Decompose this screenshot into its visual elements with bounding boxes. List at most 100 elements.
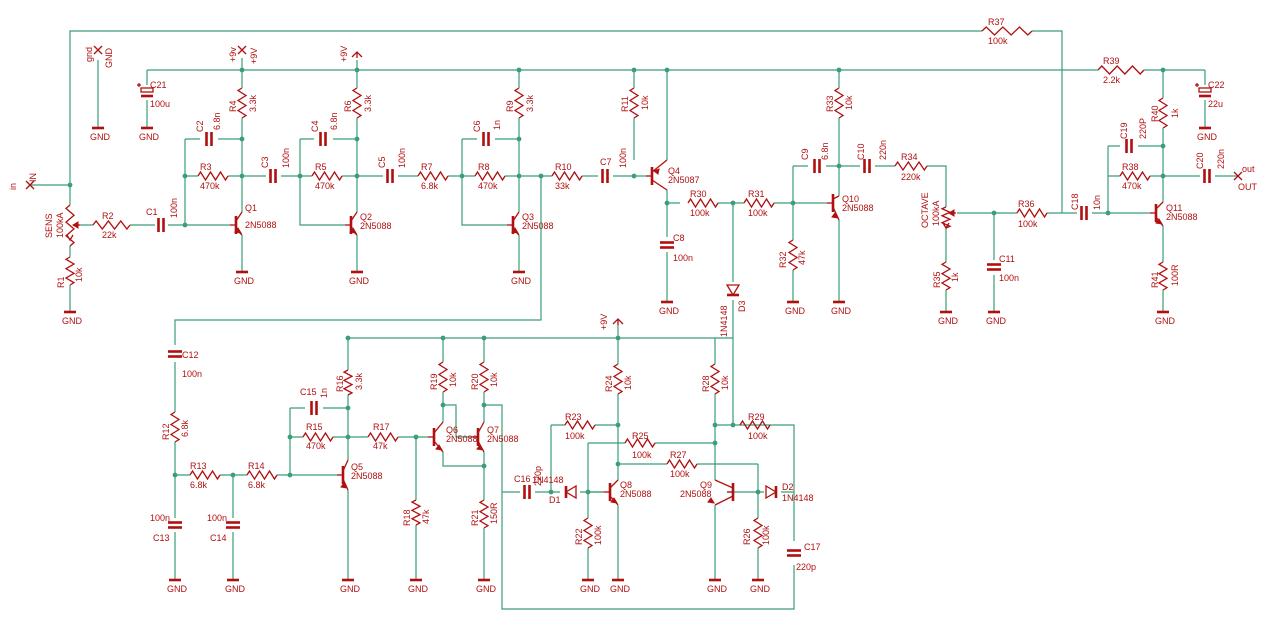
value-R24: 10k: [623, 375, 633, 390]
value-Q11: 2N5088: [1166, 212, 1198, 222]
transistor-Q2: [345, 211, 358, 236]
resistor-R29: [739, 419, 771, 431]
capacitor-C20: [1203, 169, 1211, 183]
resistor-R1: [64, 256, 76, 286]
pot-OCTAVE: [940, 206, 952, 229]
resistor-R20: [478, 361, 490, 393]
value-R16: 3.3k: [354, 372, 364, 390]
label-Q10: Q10: [842, 194, 859, 204]
out-terminal: [1233, 171, 1243, 181]
label-R31: R31: [748, 189, 765, 199]
value-R5: 470k: [315, 181, 335, 191]
value-C3: 100n: [281, 148, 291, 168]
label-R4: R4: [228, 100, 238, 112]
gnd-label: GND: [580, 584, 601, 594]
value-R10: 33k: [555, 181, 570, 191]
label-R38: R38: [1122, 162, 1139, 172]
transistor-Q7: [472, 421, 485, 453]
label-R8: R8: [478, 162, 490, 172]
label-R32: R32: [778, 251, 788, 268]
value-R12: 6.8k: [180, 419, 190, 437]
label-R15: R15: [306, 422, 323, 432]
label-Q7: Q7: [487, 425, 499, 435]
resistor-R11: [628, 87, 640, 119]
label-R20: R20: [470, 373, 480, 390]
resistor-R18: [410, 499, 422, 526]
value-C4: 6.8n: [329, 112, 339, 130]
gnd-label: GND: [234, 276, 255, 286]
resistor-R13: [189, 469, 221, 481]
vcc-terminal: [237, 45, 247, 55]
resistor-R9: [513, 87, 525, 119]
transistor-Q8: [604, 479, 619, 506]
label-C9: C9: [800, 148, 810, 160]
label-C10: C10: [856, 143, 866, 160]
value-C8: 100n: [673, 253, 693, 263]
gnd-terminal: [93, 45, 103, 55]
resistor-R19: [437, 361, 449, 393]
value-C9: 6.8n: [820, 142, 830, 160]
capacitor-C4: [319, 132, 327, 146]
net-9v-label-3: +9V: [599, 314, 609, 330]
resistor-R27: [666, 458, 698, 470]
label-C12: C12: [182, 350, 199, 360]
value-R37: 100k: [988, 36, 1008, 46]
capacitor-C22: [1195, 83, 1212, 98]
label-Q4: Q4: [668, 166, 680, 176]
label-R11: R11: [620, 96, 630, 112]
label-R22: R22: [574, 528, 584, 545]
value-C12: 100n: [182, 369, 202, 379]
net-out-label: OUT: [1238, 182, 1258, 192]
value-R38: 470k: [1122, 181, 1142, 191]
diode-D1: [564, 484, 577, 500]
gnd-label: GND: [62, 316, 83, 326]
component-labels: in IN gnd GND +9v +9V +9V +9V out OUT C2…: [8, 17, 1258, 572]
resistor-R21: [478, 499, 490, 529]
label-D3: D3: [737, 300, 747, 312]
label-R26: R26: [742, 528, 752, 545]
resistor-R41: [1157, 261, 1169, 291]
resistor-R36: [1016, 207, 1048, 219]
value-R32: 47k: [797, 250, 807, 265]
label-R10: R10: [555, 162, 572, 172]
label-R18: R18: [402, 509, 412, 526]
value-C13: 100n: [150, 513, 170, 523]
value-C10: 220n: [878, 140, 888, 160]
transistor-Q4: [646, 159, 668, 191]
label-R12: R12: [161, 423, 171, 440]
label-R7: R7: [421, 162, 433, 172]
gnd-label: GND: [831, 306, 852, 316]
value-C14: 100n: [207, 513, 227, 523]
capacitor-C16: [523, 485, 531, 499]
value-R15: 470k: [306, 441, 326, 451]
capacitor-C8: [660, 241, 674, 249]
label-R36: R36: [1018, 199, 1035, 209]
value-Q8: 2N5088: [620, 489, 652, 499]
label-C18: C18: [1070, 193, 1080, 210]
value-C1: 100n: [169, 198, 179, 218]
label-C21: C21: [150, 80, 167, 90]
label-Q5: Q5: [351, 462, 363, 472]
label-R25: R25: [632, 431, 649, 441]
transistor-Q10: [827, 194, 840, 221]
value-R21: 150R: [489, 502, 499, 524]
capacitor-C21: [137, 83, 154, 98]
wires: [30, 30, 1238, 610]
label-C19: C19: [1119, 122, 1129, 139]
net-9v-label: +9V: [249, 48, 259, 64]
label-Q2: Q2: [360, 212, 372, 222]
value-C21: 100u: [150, 99, 170, 109]
label-C8: C8: [673, 233, 685, 243]
resistor-R30: [687, 197, 719, 209]
value-OCTAVE: 100kA: [931, 200, 941, 226]
label-R41: R41: [1150, 271, 1160, 288]
resistor-R31: [743, 197, 775, 209]
resistor-R25: [624, 437, 656, 449]
value-R30: 100k: [690, 208, 710, 218]
value-C15: 1n: [319, 388, 329, 398]
label-R21: R21: [470, 509, 480, 526]
label-C3: C3: [260, 156, 270, 168]
resistor-R22: [582, 517, 594, 549]
transistor-Q11: [1150, 201, 1164, 227]
resistor-R7: [417, 170, 449, 182]
